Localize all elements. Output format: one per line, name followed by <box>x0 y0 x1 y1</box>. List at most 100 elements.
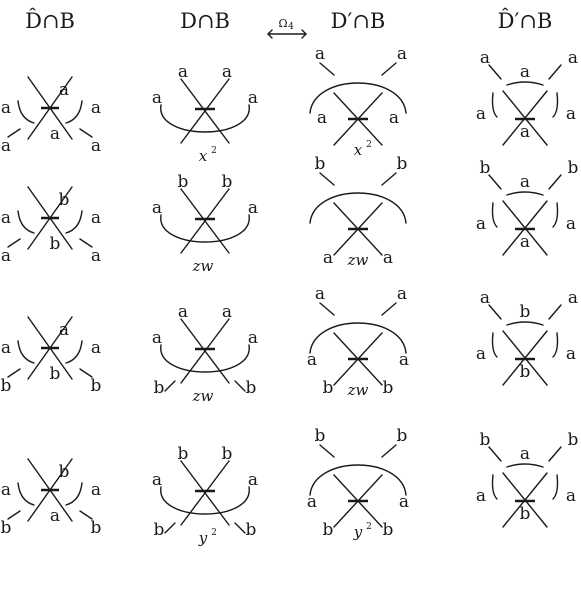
label-left-r2-c4: a <box>476 344 486 364</box>
label-tr-r0-c2: a <box>222 62 232 82</box>
label-left-r3-c2: a <box>152 470 162 490</box>
label-br-r3-c2: b <box>246 520 257 540</box>
label-left-r2-c1: a <box>1 338 11 358</box>
stub-tr-r3-c4 <box>548 446 562 462</box>
arc-over-r2-c3 <box>309 322 407 354</box>
label-tl-r3-c2: b <box>178 444 189 464</box>
strand-r2-c2-diag2 <box>180 318 230 384</box>
column-header-4: D̂′∩B <box>498 9 553 33</box>
label-mid-r1-c1: b <box>50 234 61 254</box>
stub-tr-r3-c3 <box>381 444 397 458</box>
stub-br-r1-c1 <box>79 238 93 248</box>
weight-sup-r0-c2: 2 <box>211 146 217 156</box>
weight-sup-r0-c3: 2 <box>366 140 372 150</box>
stub-tr-r1-c4 <box>548 174 562 190</box>
label-tr-r0-c4: a <box>568 48 578 68</box>
arc-under-r2-c2 <box>160 344 250 373</box>
label-bl-r3-c1: b <box>1 518 12 538</box>
label-bl-r2-c3: b <box>323 378 334 398</box>
arc-right-r3-c1 <box>65 482 83 506</box>
omega-arrow-left-head <box>267 29 273 39</box>
label-right-r1-c2: a <box>248 198 258 218</box>
weight-r3-c3: y <box>353 523 363 541</box>
stub-bl-r2-c2 <box>164 380 176 392</box>
label-bot-r1-c4: a <box>520 232 530 252</box>
label-left-r1-c1: a <box>1 208 11 228</box>
stub-br-r2-c2 <box>234 380 246 392</box>
label-right-r3-c4: a <box>566 486 576 506</box>
label-left-r0-c1: a <box>1 98 11 118</box>
label-br-r2-c1: b <box>91 376 102 396</box>
stub-tl-r0-c3 <box>319 62 335 76</box>
label-left-r1-c2: a <box>152 198 162 218</box>
stub-tr-r2-c3 <box>381 302 397 316</box>
stub-tl-r2-c3 <box>319 302 335 316</box>
label-left-r0-c2: a <box>152 88 162 108</box>
label-bl-r0-c1: a <box>1 136 11 156</box>
label-right-r2-c3: a <box>399 350 409 370</box>
label-top-r1-c1: b <box>59 190 70 210</box>
label-left-r3-c3: a <box>307 492 317 512</box>
label-br-r2-c3: b <box>383 378 394 398</box>
label-tl-r0-c4: a <box>480 48 490 68</box>
label-bot-r2-c4: b <box>520 362 531 382</box>
arc-right-r1-c1 <box>65 210 83 234</box>
label-right-r1-c1: a <box>91 208 101 228</box>
arc-right-r3-c4 <box>552 474 559 500</box>
arc-left-r1-c4 <box>491 202 498 228</box>
label-br-r1-c3: a <box>383 248 393 268</box>
label-tr-r2-c2: a <box>222 302 232 322</box>
label-bl-r3-c2: b <box>154 520 165 540</box>
label-mid-r2-c4: b <box>520 302 531 322</box>
label-tr-r1-c2: b <box>222 172 233 192</box>
arc-left-r2-c4 <box>491 332 498 358</box>
label-mid-r3-c1: a <box>50 506 60 526</box>
stub-tl-r3-c3 <box>319 444 335 458</box>
strand-r1-c2-diag2 <box>180 188 230 254</box>
label-top-r0-c1: a <box>59 80 69 100</box>
weight-r1-c2: zw <box>192 257 214 275</box>
arc-top-r3-c4 <box>506 463 544 468</box>
stub-bl-r0-c1 <box>7 128 21 138</box>
arc-right-r0-c4 <box>552 92 559 118</box>
arc-left-r2-c1 <box>17 340 35 364</box>
arc-under-r3-c2 <box>160 486 250 515</box>
stub-tr-r1-c3 <box>381 172 397 186</box>
label-right-r0-c4: a <box>566 104 576 124</box>
label-br-r3-c3: b <box>383 520 394 540</box>
label-mid-r3-c4: a <box>520 444 530 464</box>
label-left-r3-c4: a <box>476 486 486 506</box>
label-tl-r1-c3: b <box>315 154 326 174</box>
label-bl-r1-c1: a <box>1 246 11 266</box>
arc-right-r1-c4 <box>552 202 559 228</box>
label-bot-r0-c4: a <box>520 122 530 142</box>
arc-right-r2-c4 <box>552 332 559 358</box>
label-br-r2-c2: b <box>246 378 257 398</box>
label-br-r3-c1: b <box>91 518 102 538</box>
stub-tr-r0-c4 <box>548 64 562 80</box>
arc-top-r1-c4 <box>506 191 544 196</box>
label-top-r2-c1: a <box>59 320 69 340</box>
arc-right-r0-c1 <box>65 100 83 124</box>
strand-r0-c2-diag2 <box>180 78 230 144</box>
omega-move-label: Ω <box>278 17 287 30</box>
arc-under-r1-c2 <box>160 214 250 243</box>
label-right-r3-c3: a <box>399 492 409 512</box>
stub-bl-r3-c1 <box>7 510 21 520</box>
label-tl-r3-c3: b <box>315 426 326 446</box>
stub-br-r3-c1 <box>79 510 93 520</box>
label-left-r2-c3: a <box>307 350 317 370</box>
arc-top-r0-c4 <box>506 81 544 86</box>
arc-left-r0-c4 <box>491 92 498 118</box>
arc-left-r0-c1 <box>17 100 35 124</box>
label-right-r3-c2: a <box>248 470 258 490</box>
label-tr-r3-c4: b <box>568 430 579 450</box>
label-tl-r0-c2: a <box>178 62 188 82</box>
stub-bl-r3-c2 <box>164 522 176 534</box>
label-tl-r2-c4: a <box>480 288 490 308</box>
stub-tr-r2-c4 <box>548 304 562 320</box>
stub-bl-r2-c1 <box>7 368 21 378</box>
label-bl-r0-c3: a <box>317 108 327 128</box>
label-right-r2-c1: a <box>91 338 101 358</box>
